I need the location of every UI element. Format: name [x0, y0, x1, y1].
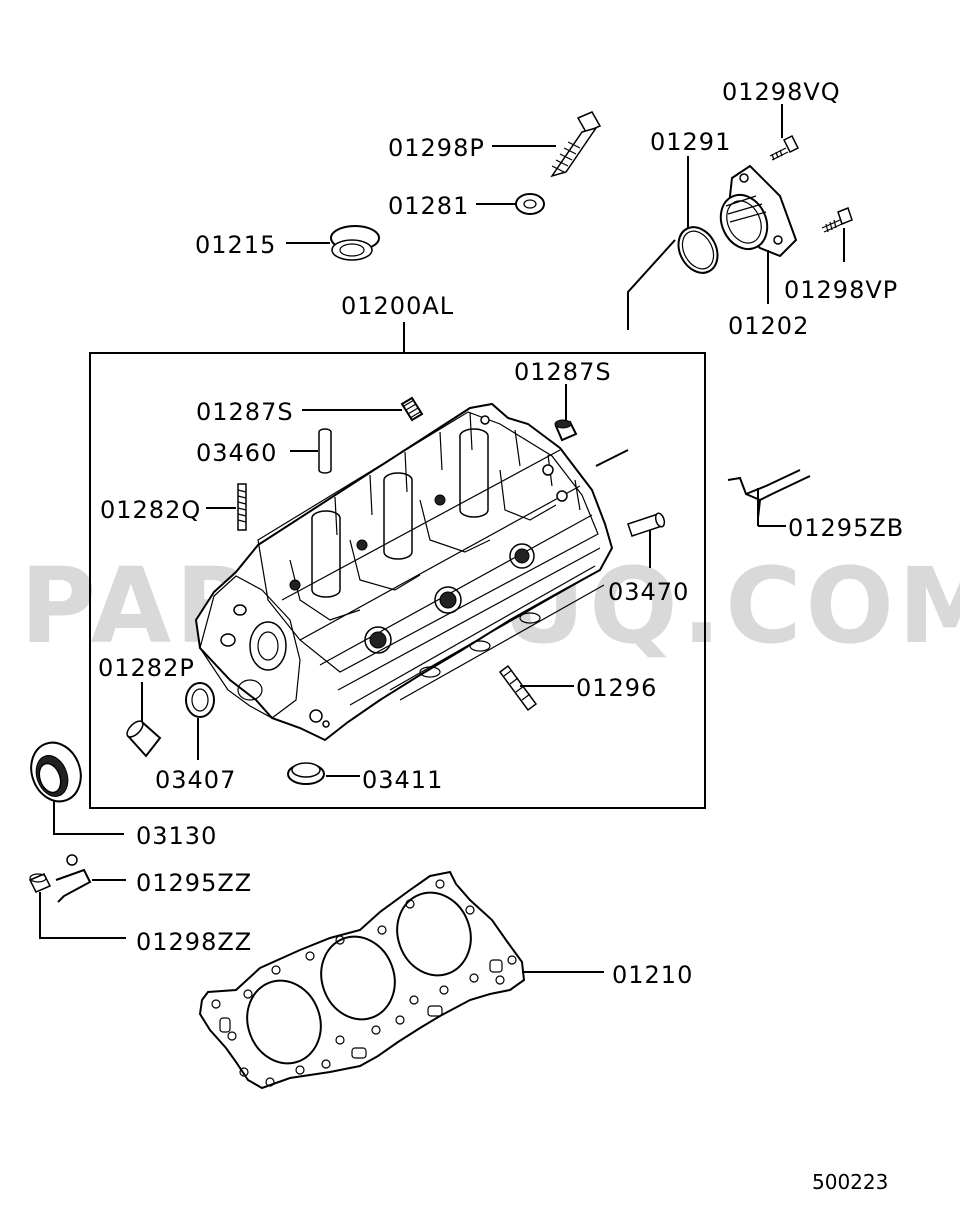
- part-03407: [185, 682, 215, 760]
- part-01296: [126, 682, 162, 758]
- part-01281: [476, 193, 545, 215]
- part-01298vp: [821, 207, 853, 262]
- part-01215: [286, 225, 380, 261]
- part-01210-gasket: [198, 870, 604, 1090]
- part-01287s-left: [302, 396, 424, 422]
- part-01282q: [206, 483, 247, 531]
- label-01202[interactable]: 01202: [728, 312, 809, 340]
- label-03470[interactable]: 03470: [608, 578, 689, 606]
- part-01202: [719, 164, 798, 304]
- part-01287s-right: [554, 384, 578, 442]
- part-03470: [627, 512, 666, 568]
- label-01298vq[interactable]: 01298VQ: [722, 78, 841, 106]
- part-01282p: [498, 664, 574, 712]
- label-03130[interactable]: 03130: [136, 822, 217, 850]
- label-01295zz[interactable]: 01295ZZ: [136, 869, 252, 897]
- part-03411: [287, 762, 360, 785]
- label-01215[interactable]: 01215: [195, 231, 276, 259]
- label-01210[interactable]: 01210: [612, 961, 693, 989]
- assembly-box: [89, 352, 706, 809]
- part-01298vq: [769, 104, 800, 161]
- label-01296[interactable]: 01282P: [98, 654, 195, 682]
- label-03460[interactable]: 03460: [196, 439, 277, 467]
- label-03407[interactable]: 03407: [155, 766, 236, 794]
- label-01295zb[interactable]: 01295ZB: [788, 514, 904, 542]
- label-01287s-left[interactable]: 01287S: [196, 398, 294, 426]
- part-01295zz: [55, 854, 126, 903]
- part-01295zb: [727, 469, 811, 527]
- label-03411[interactable]: 03411: [362, 766, 443, 794]
- label-01298p[interactable]: 01298P: [388, 134, 485, 162]
- part-03130: [30, 741, 124, 835]
- label-01287s-right[interactable]: 01287S: [514, 358, 612, 386]
- cylinder-head-illustration: [194, 402, 614, 742]
- part-01298p: [492, 111, 602, 178]
- part-03460: [290, 428, 332, 474]
- label-01282q[interactable]: 01282Q: [100, 496, 201, 524]
- label-01282p[interactable]: 01296: [576, 674, 657, 702]
- label-01200al[interactable]: 01200AL: [341, 292, 454, 320]
- label-01298zz[interactable]: 01298ZZ: [136, 928, 252, 956]
- part-01291: [677, 156, 719, 274]
- label-01298vp[interactable]: 01298VP: [784, 276, 898, 304]
- label-01291[interactable]: 01291: [650, 128, 731, 156]
- figure-number: 500223: [812, 1170, 888, 1194]
- label-01281[interactable]: 01281: [388, 192, 469, 220]
- part-01298zz: [28, 873, 126, 939]
